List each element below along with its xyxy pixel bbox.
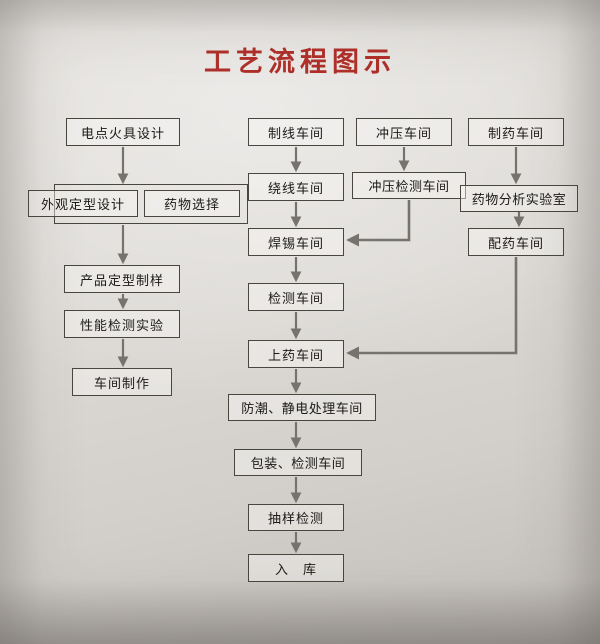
arrow-dispensing-to-drugloading bbox=[346, 257, 518, 360]
node-pharma: 制药车间 bbox=[468, 118, 564, 146]
node-packaging-testing: 包装、检测车间 bbox=[234, 449, 362, 476]
node-sampling-test: 抽样检测 bbox=[248, 504, 344, 531]
node-appearance-design: 外观定型设计 bbox=[28, 190, 138, 217]
node-performance-test: 性能检测实验 bbox=[64, 310, 180, 338]
node-drug-selection: 药物选择 bbox=[144, 190, 240, 217]
node-workshop-production: 车间制作 bbox=[72, 368, 172, 396]
node-soldering: 焊锡车间 bbox=[248, 228, 344, 256]
node-stamping: 冲压车间 bbox=[356, 118, 452, 146]
node-stamping-test: 冲压检测车间 bbox=[352, 172, 466, 199]
node-wire-winding: 绕线车间 bbox=[248, 173, 344, 201]
node-moisture-static: 防潮、静电处理车间 bbox=[228, 394, 376, 421]
node-testing: 检测车间 bbox=[248, 283, 344, 311]
node-product-sample: 产品定型制样 bbox=[64, 265, 180, 293]
arrow-stamptest-to-soldering bbox=[346, 200, 411, 247]
page-title: 工艺流程图示 bbox=[204, 47, 396, 77]
node-wire-making: 制线车间 bbox=[248, 118, 344, 146]
node-warehousing: 入 库 bbox=[248, 554, 344, 582]
design-selection-group-outline bbox=[54, 184, 248, 224]
node-dispensing: 配药车间 bbox=[468, 228, 564, 256]
node-ignition-design: 电点火具设计 bbox=[66, 118, 180, 146]
node-drug-loading: 上药车间 bbox=[248, 340, 344, 368]
node-drug-analysis: 药物分析实验室 bbox=[460, 185, 578, 212]
